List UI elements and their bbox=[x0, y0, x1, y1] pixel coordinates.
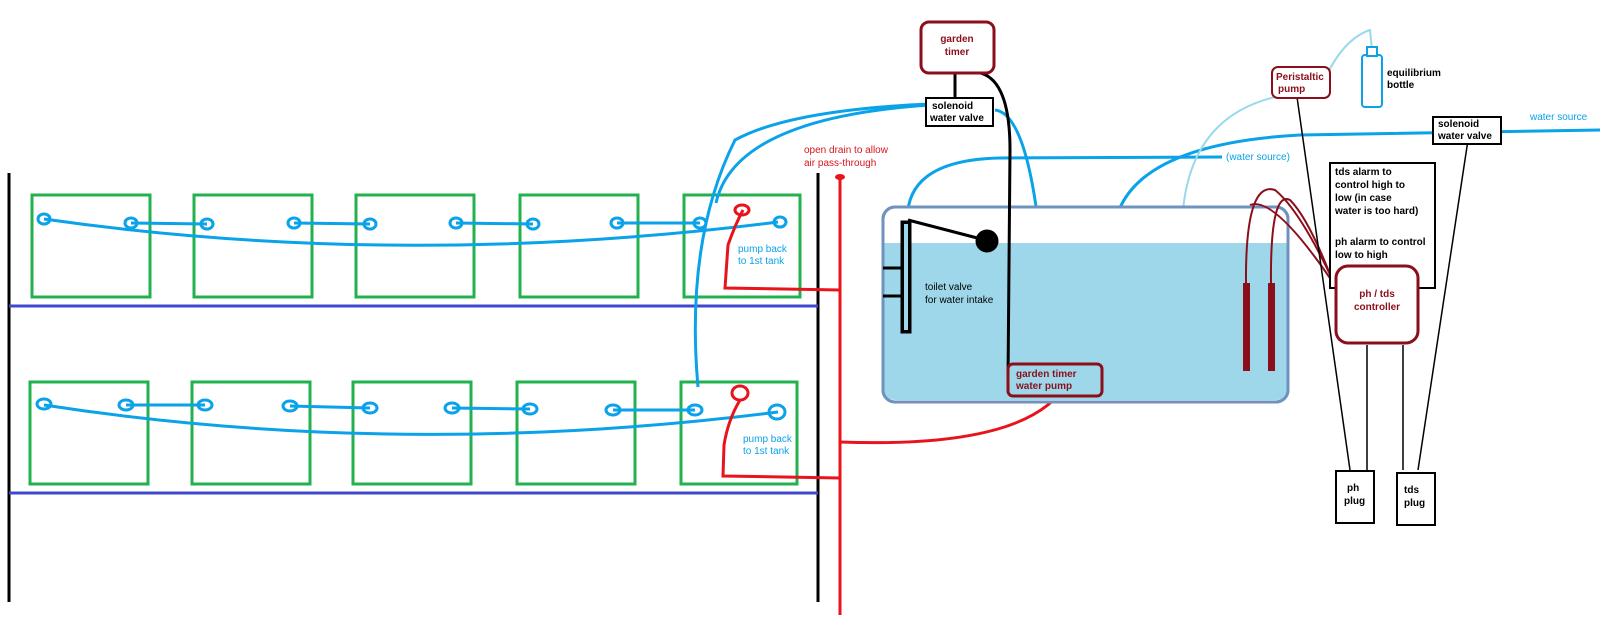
garden-timer-label-2: timer bbox=[945, 47, 970, 58]
ph-alarm-line-1: ph alarm to control bbox=[1335, 237, 1426, 248]
tray-top-4 bbox=[518, 193, 640, 299]
tds-alarm-line-3: low (in case bbox=[1335, 193, 1392, 204]
tds-plug-box: tds plug bbox=[1396, 472, 1436, 526]
pump-back-top-label-1: pump back bbox=[738, 244, 788, 255]
tds-alarm-line-2: control high to bbox=[1335, 180, 1405, 191]
open-drain-label-2: air pass-through bbox=[804, 158, 876, 169]
tray-top-1 bbox=[30, 193, 152, 299]
tray-top-2 bbox=[192, 193, 314, 299]
pump-back-top-label-2: to 1st tank bbox=[738, 256, 785, 267]
shelf-rack bbox=[7, 173, 820, 602]
tds-plug-label-2: plug bbox=[1404, 498, 1425, 509]
garden-timer-box: garden timer bbox=[919, 20, 996, 75]
probes bbox=[1243, 188, 1339, 371]
blue-tubes-top bbox=[36, 212, 788, 247]
equilibrium-bottle: equilibrium bottle bbox=[1361, 46, 1441, 108]
garden-pump-label-2: water pump bbox=[1015, 381, 1072, 392]
solenoid-right-box: solenoid water valve bbox=[1432, 116, 1502, 145]
tds-alarm-line-4: water is too hard) bbox=[1334, 206, 1418, 217]
peristaltic-label-2: pump bbox=[1278, 84, 1305, 95]
solenoid-left-label-1: solenoid bbox=[932, 101, 973, 112]
tds-plug-label-1: tds bbox=[1404, 485, 1419, 496]
equilibrium-label-2: bottle bbox=[1387, 80, 1415, 91]
water-source-mid-label: (water source) bbox=[1226, 152, 1290, 163]
pump-back-bottom-label-2: to 1st tank bbox=[743, 446, 790, 457]
reservoir bbox=[881, 205, 1290, 404]
trays-top-row bbox=[30, 193, 802, 299]
garden-timer-label-1: garden bbox=[940, 34, 973, 45]
solenoid-right-label-1: solenoid bbox=[1438, 119, 1479, 130]
garden-pump-box: garden timer water pump bbox=[1006, 362, 1104, 398]
tray-bottom-1 bbox=[28, 380, 150, 486]
garden-pump-label-1: garden timer bbox=[1016, 369, 1077, 380]
pump-back-bottom-label-1: pump back bbox=[743, 434, 793, 445]
tray-bottom-5 bbox=[679, 380, 799, 486]
blue-tubes-bottom bbox=[35, 397, 787, 436]
ph-alarm-line-2: low to high bbox=[1335, 250, 1388, 261]
equilibrium-label-1: equilibrium bbox=[1387, 68, 1441, 79]
solenoid-left-label-2: water valve bbox=[929, 113, 984, 124]
tds-alarm-line-1: tds alarm to bbox=[1335, 167, 1392, 178]
drain-vent-cap bbox=[835, 174, 845, 180]
controller-label-2: controller bbox=[1354, 302, 1400, 313]
plug-wires bbox=[1296, 96, 1469, 471]
toilet-valve-label-1: toilet valve bbox=[925, 282, 973, 293]
toilet-valve-label-2: for water intake bbox=[925, 295, 994, 306]
ph-plug-box: ph plug bbox=[1335, 470, 1375, 524]
open-drain-label-1: open drain to allow bbox=[804, 145, 889, 156]
solenoid-right-label-2: water valve bbox=[1437, 131, 1492, 142]
controller-label-1: ph / tds bbox=[1359, 289, 1395, 300]
ph-plug-label-1: ph bbox=[1347, 483, 1359, 494]
peristaltic-pump-box: Peristaltic pump bbox=[1271, 66, 1331, 99]
ph-plug-label-2: plug bbox=[1344, 496, 1365, 507]
solenoid-left-box: solenoid water valve bbox=[925, 97, 994, 127]
tray-top-5 bbox=[682, 193, 802, 299]
toilet-valve bbox=[883, 218, 999, 334]
water-source-right-label: water source bbox=[1529, 112, 1588, 123]
peristaltic-label-1: Peristaltic bbox=[1276, 72, 1324, 83]
tray-bottom-2 bbox=[190, 380, 312, 486]
ph-tds-controller-box: ph / tds controller bbox=[1334, 264, 1420, 345]
